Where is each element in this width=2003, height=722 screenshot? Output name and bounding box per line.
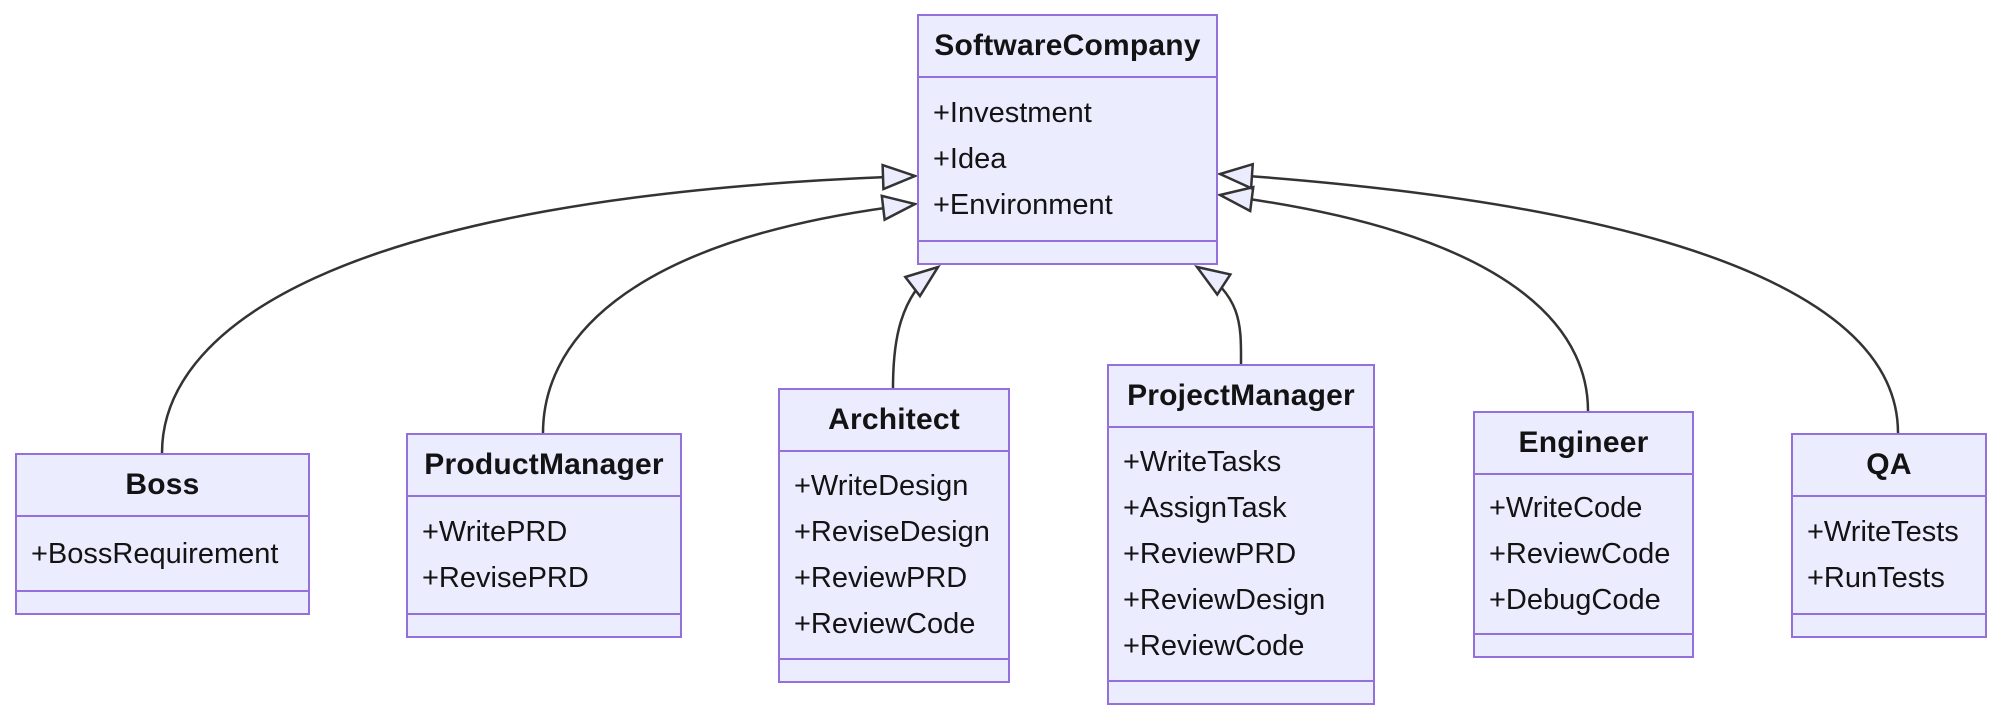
inheritance-edge-productmanager-softwarecompany [541, 194, 919, 434]
inheritance-edge-boss-softwarecompany [160, 163, 919, 454]
class-member: +WritePRD [422, 516, 568, 548]
inheritance-edge-projectmanager-softwarecompany [1194, 265, 1243, 365]
class-title-qa: QA [1793, 435, 1985, 497]
class-box-projectmanager: ProjectManager +WriteTasks +AssignTask +… [1107, 364, 1375, 705]
class-member: +Idea [933, 143, 1007, 175]
class-member: +Environment [933, 189, 1113, 221]
class-title-engineer: Engineer [1475, 413, 1692, 475]
class-box-qa: QA +WriteTests +RunTests [1791, 433, 1987, 638]
class-member: +ReviewCode [794, 608, 976, 640]
class-title-architect: Architect [780, 390, 1008, 452]
class-methods-empty [919, 240, 1216, 263]
class-title-boss: Boss [17, 455, 308, 517]
class-member: +ReviewCode [1123, 630, 1305, 662]
class-members-productmanager: +WritePRD +RevisePRD [408, 497, 680, 613]
class-methods-empty [780, 658, 1008, 681]
class-member: +WriteDesign [794, 470, 969, 502]
inheritance-edge-qa-softwarecompany [1216, 162, 1900, 434]
class-title-softwarecompany: SoftwareCompany [919, 16, 1216, 78]
class-members-engineer: +WriteCode +ReviewCode +DebugCode [1475, 475, 1692, 633]
class-member: +WriteTests [1807, 516, 1959, 548]
class-members-projectmanager: +WriteTasks +AssignTask +ReviewPRD +Revi… [1109, 428, 1373, 680]
class-member: +Investment [933, 97, 1092, 129]
class-methods-empty [17, 590, 308, 613]
class-members-softwarecompany: +Investment +Idea +Environment [919, 78, 1216, 240]
class-member: +RevisePRD [422, 562, 589, 594]
class-methods-empty [1109, 680, 1373, 703]
class-methods-empty [408, 613, 680, 636]
class-member: +RunTests [1807, 562, 1945, 594]
class-member: +DebugCode [1489, 584, 1661, 616]
class-box-boss: Boss +BossRequirement [15, 453, 310, 615]
class-members-boss: +BossRequirement [17, 517, 308, 590]
class-members-qa: +WriteTests +RunTests [1793, 497, 1985, 613]
class-box-engineer: Engineer +WriteCode +ReviewCode +DebugCo… [1473, 411, 1694, 658]
class-members-architect: +WriteDesign +ReviseDesign +ReviewPRD +R… [780, 452, 1008, 658]
class-member: +BossRequirement [31, 537, 279, 570]
class-methods-empty [1793, 613, 1985, 636]
class-box-architect: Architect +WriteDesign +ReviseDesign +Re… [778, 388, 1010, 683]
class-member: +ReviewCode [1489, 538, 1671, 570]
class-member: +ReviewPRD [794, 562, 968, 594]
class-box-softwarecompany: SoftwareCompany +Investment +Idea +Envir… [917, 14, 1218, 265]
inheritance-edge-engineer-softwarecompany [1216, 185, 1590, 412]
inheritance-edge-architect-softwarecompany [891, 264, 941, 389]
class-box-productmanager: ProductManager +WritePRD +RevisePRD [406, 433, 682, 638]
class-member: +WriteCode [1489, 492, 1643, 524]
class-member: +ReviewPRD [1123, 538, 1297, 570]
class-title-productmanager: ProductManager [408, 435, 680, 497]
class-member: +AssignTask [1123, 492, 1287, 524]
class-member: +WriteTasks [1123, 446, 1282, 478]
class-member: +ReviseDesign [794, 516, 990, 548]
class-methods-empty [1475, 633, 1692, 656]
class-member: +ReviewDesign [1123, 584, 1326, 616]
class-title-projectmanager: ProjectManager [1109, 366, 1373, 428]
